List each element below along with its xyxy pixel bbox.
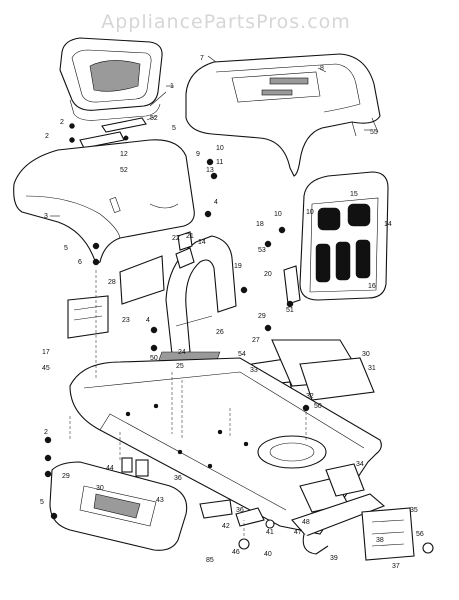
callout-18: 18 — [256, 221, 264, 228]
callout-30: 30 — [362, 351, 370, 358]
callout-36: 36 — [174, 475, 182, 482]
callout-9: 9 — [196, 151, 200, 158]
callout-45: 45 — [42, 365, 50, 372]
callout-29: 29 — [258, 313, 266, 320]
chassis-frame — [69, 357, 382, 535]
callout-46: 46 — [232, 549, 240, 556]
callout-2: 2 — [45, 133, 49, 140]
callout-16: 16 — [368, 283, 376, 290]
front-axle — [291, 493, 415, 561]
callout-3: 3 — [44, 213, 48, 220]
callout-5: 5 — [40, 499, 44, 506]
leader-lines — [50, 55, 370, 217]
callout-23: 23 — [122, 317, 130, 324]
callout-10: 10 — [216, 145, 224, 152]
callout-6: 6 — [78, 259, 82, 266]
hardware-small-parts — [44, 158, 434, 554]
callout-55: 55 — [370, 129, 378, 136]
assembly-lines — [69, 270, 307, 536]
callout-34: 34 — [356, 461, 364, 468]
callout-35: 35 — [410, 507, 418, 514]
callout-41: 41 — [266, 529, 274, 536]
callout-39: 39 — [330, 555, 338, 562]
side-panel — [67, 255, 165, 339]
callout-30: 30 — [96, 485, 104, 492]
callout-37: 37 — [392, 563, 400, 570]
callout-26: 26 — [216, 329, 224, 336]
callout-21: 21 — [186, 233, 194, 240]
grille — [283, 171, 389, 305]
callout-8: 8 — [320, 65, 324, 72]
callout-11: 11 — [216, 159, 223, 166]
callout-17: 17 — [42, 349, 50, 356]
callout-47: 47 — [294, 529, 302, 536]
callout-14: 14 — [384, 221, 392, 228]
callout-48: 48 — [302, 519, 310, 526]
callout-13: 13 — [206, 167, 214, 174]
callout-31: 31 — [368, 365, 376, 372]
callout-15: 15 — [350, 191, 358, 198]
dash-panel — [165, 235, 237, 355]
callout-50: 50 — [314, 403, 322, 410]
callout-5: 5 — [172, 125, 176, 132]
callout-2: 2 — [60, 119, 64, 126]
callout-52: 52 — [150, 115, 158, 122]
callout-1: 1 — [170, 83, 174, 90]
callout-19: 19 — [234, 263, 242, 270]
callout-38: 38 — [376, 537, 384, 544]
callout-4: 4 — [146, 317, 150, 324]
callout-28: 28 — [108, 279, 116, 286]
callout-labels: 1 2 2 2 3 4 4 5 5 5 6 7 8 9 10 10 10 11 … — [40, 55, 424, 570]
callout-4: 4 — [214, 199, 218, 206]
callout-36: 36 — [236, 507, 244, 514]
callout-54: 54 — [238, 351, 246, 358]
seat — [59, 37, 167, 121]
callout-29: 29 — [62, 473, 70, 480]
callout-43: 43 — [156, 497, 164, 504]
callout-33: 33 — [250, 367, 258, 374]
callout-32: 32 — [306, 393, 314, 400]
callout-42: 42 — [222, 523, 230, 530]
callout-14: 14 — [198, 239, 206, 246]
callout-44: 44 — [106, 465, 114, 472]
callout-12: 12 — [120, 151, 128, 158]
fender — [13, 139, 195, 265]
callout-2: 2 — [44, 429, 48, 436]
callout-7: 7 — [200, 55, 204, 62]
callout-20: 20 — [264, 271, 272, 278]
callout-85: 85 — [206, 557, 214, 564]
footrest — [49, 461, 188, 551]
callout-53: 53 — [258, 247, 266, 254]
callout-56: 56 — [416, 531, 424, 538]
callout-10: 10 — [274, 211, 282, 218]
callout-50: 50 — [150, 355, 158, 362]
callout-51: 51 — [286, 307, 294, 314]
watermark-text: AppliancePartsPros.com — [101, 11, 351, 33]
callout-24: 24 — [178, 349, 186, 356]
callout-5: 5 — [64, 245, 68, 252]
callout-27: 27 — [252, 337, 260, 344]
callout-25: 25 — [176, 363, 184, 370]
callout-40: 40 — [264, 551, 272, 558]
callout-22: 22 — [172, 235, 180, 242]
callout-52: 52 — [120, 167, 128, 174]
callout-10: 10 — [306, 209, 314, 216]
hood — [185, 53, 381, 177]
